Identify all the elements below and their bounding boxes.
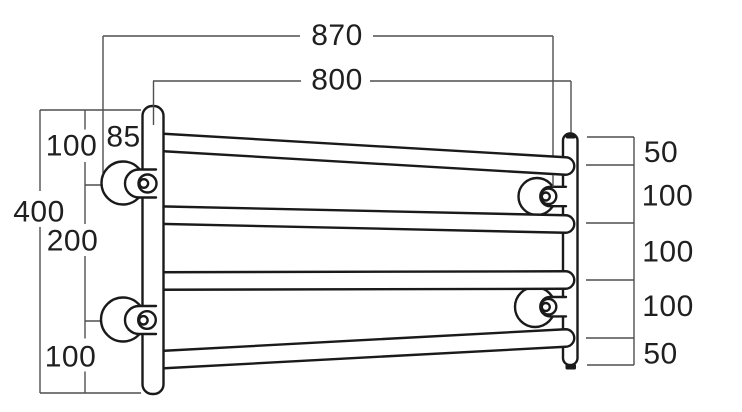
towel-bar-2 (153, 205, 576, 234)
dim-85-label: 85 (106, 121, 140, 154)
towel-bar-3 (153, 270, 576, 291)
right-rail-foot (565, 364, 576, 370)
towel-bar-4 (153, 328, 576, 370)
dim-right-100-3-label: 100 (642, 290, 694, 323)
bracket-boss-right-lower (539, 297, 558, 316)
dimension-overlays (152, 81, 554, 187)
bracket-boss-right-lower-inner (540, 301, 551, 313)
dimension-labels: 870 800 85 100 400 200 100 50 100 100 10… (13, 19, 694, 374)
dim-400-label: 400 (13, 196, 65, 229)
dim-right-50-top-label: 50 (644, 136, 678, 169)
dim-right-100-2-label: 100 (642, 236, 694, 269)
bracket-boss-left-upper-inner (138, 177, 150, 189)
dim-right-100-1-label: 100 (642, 180, 694, 213)
dimension-lines (39, 35, 635, 394)
dim-left-100-top-label: 100 (46, 130, 98, 163)
dim-870-label: 870 (311, 19, 363, 52)
towel-rail (99, 104, 579, 396)
dim-left-100-bottom-label: 100 (45, 341, 97, 374)
dim-800-label: 800 (311, 64, 363, 97)
bracket-boss-right-upper (539, 187, 558, 206)
left-rail (141, 104, 165, 396)
dim-200-label: 200 (47, 225, 99, 258)
bracket-boss-left-lower-inner (137, 314, 149, 326)
bracket-boss-right-upper-inner (540, 191, 551, 202)
right-rail-top-cap (565, 134, 576, 139)
dim-right-50-bottom-label: 50 (643, 338, 677, 371)
towel-bar-1 (153, 132, 576, 176)
